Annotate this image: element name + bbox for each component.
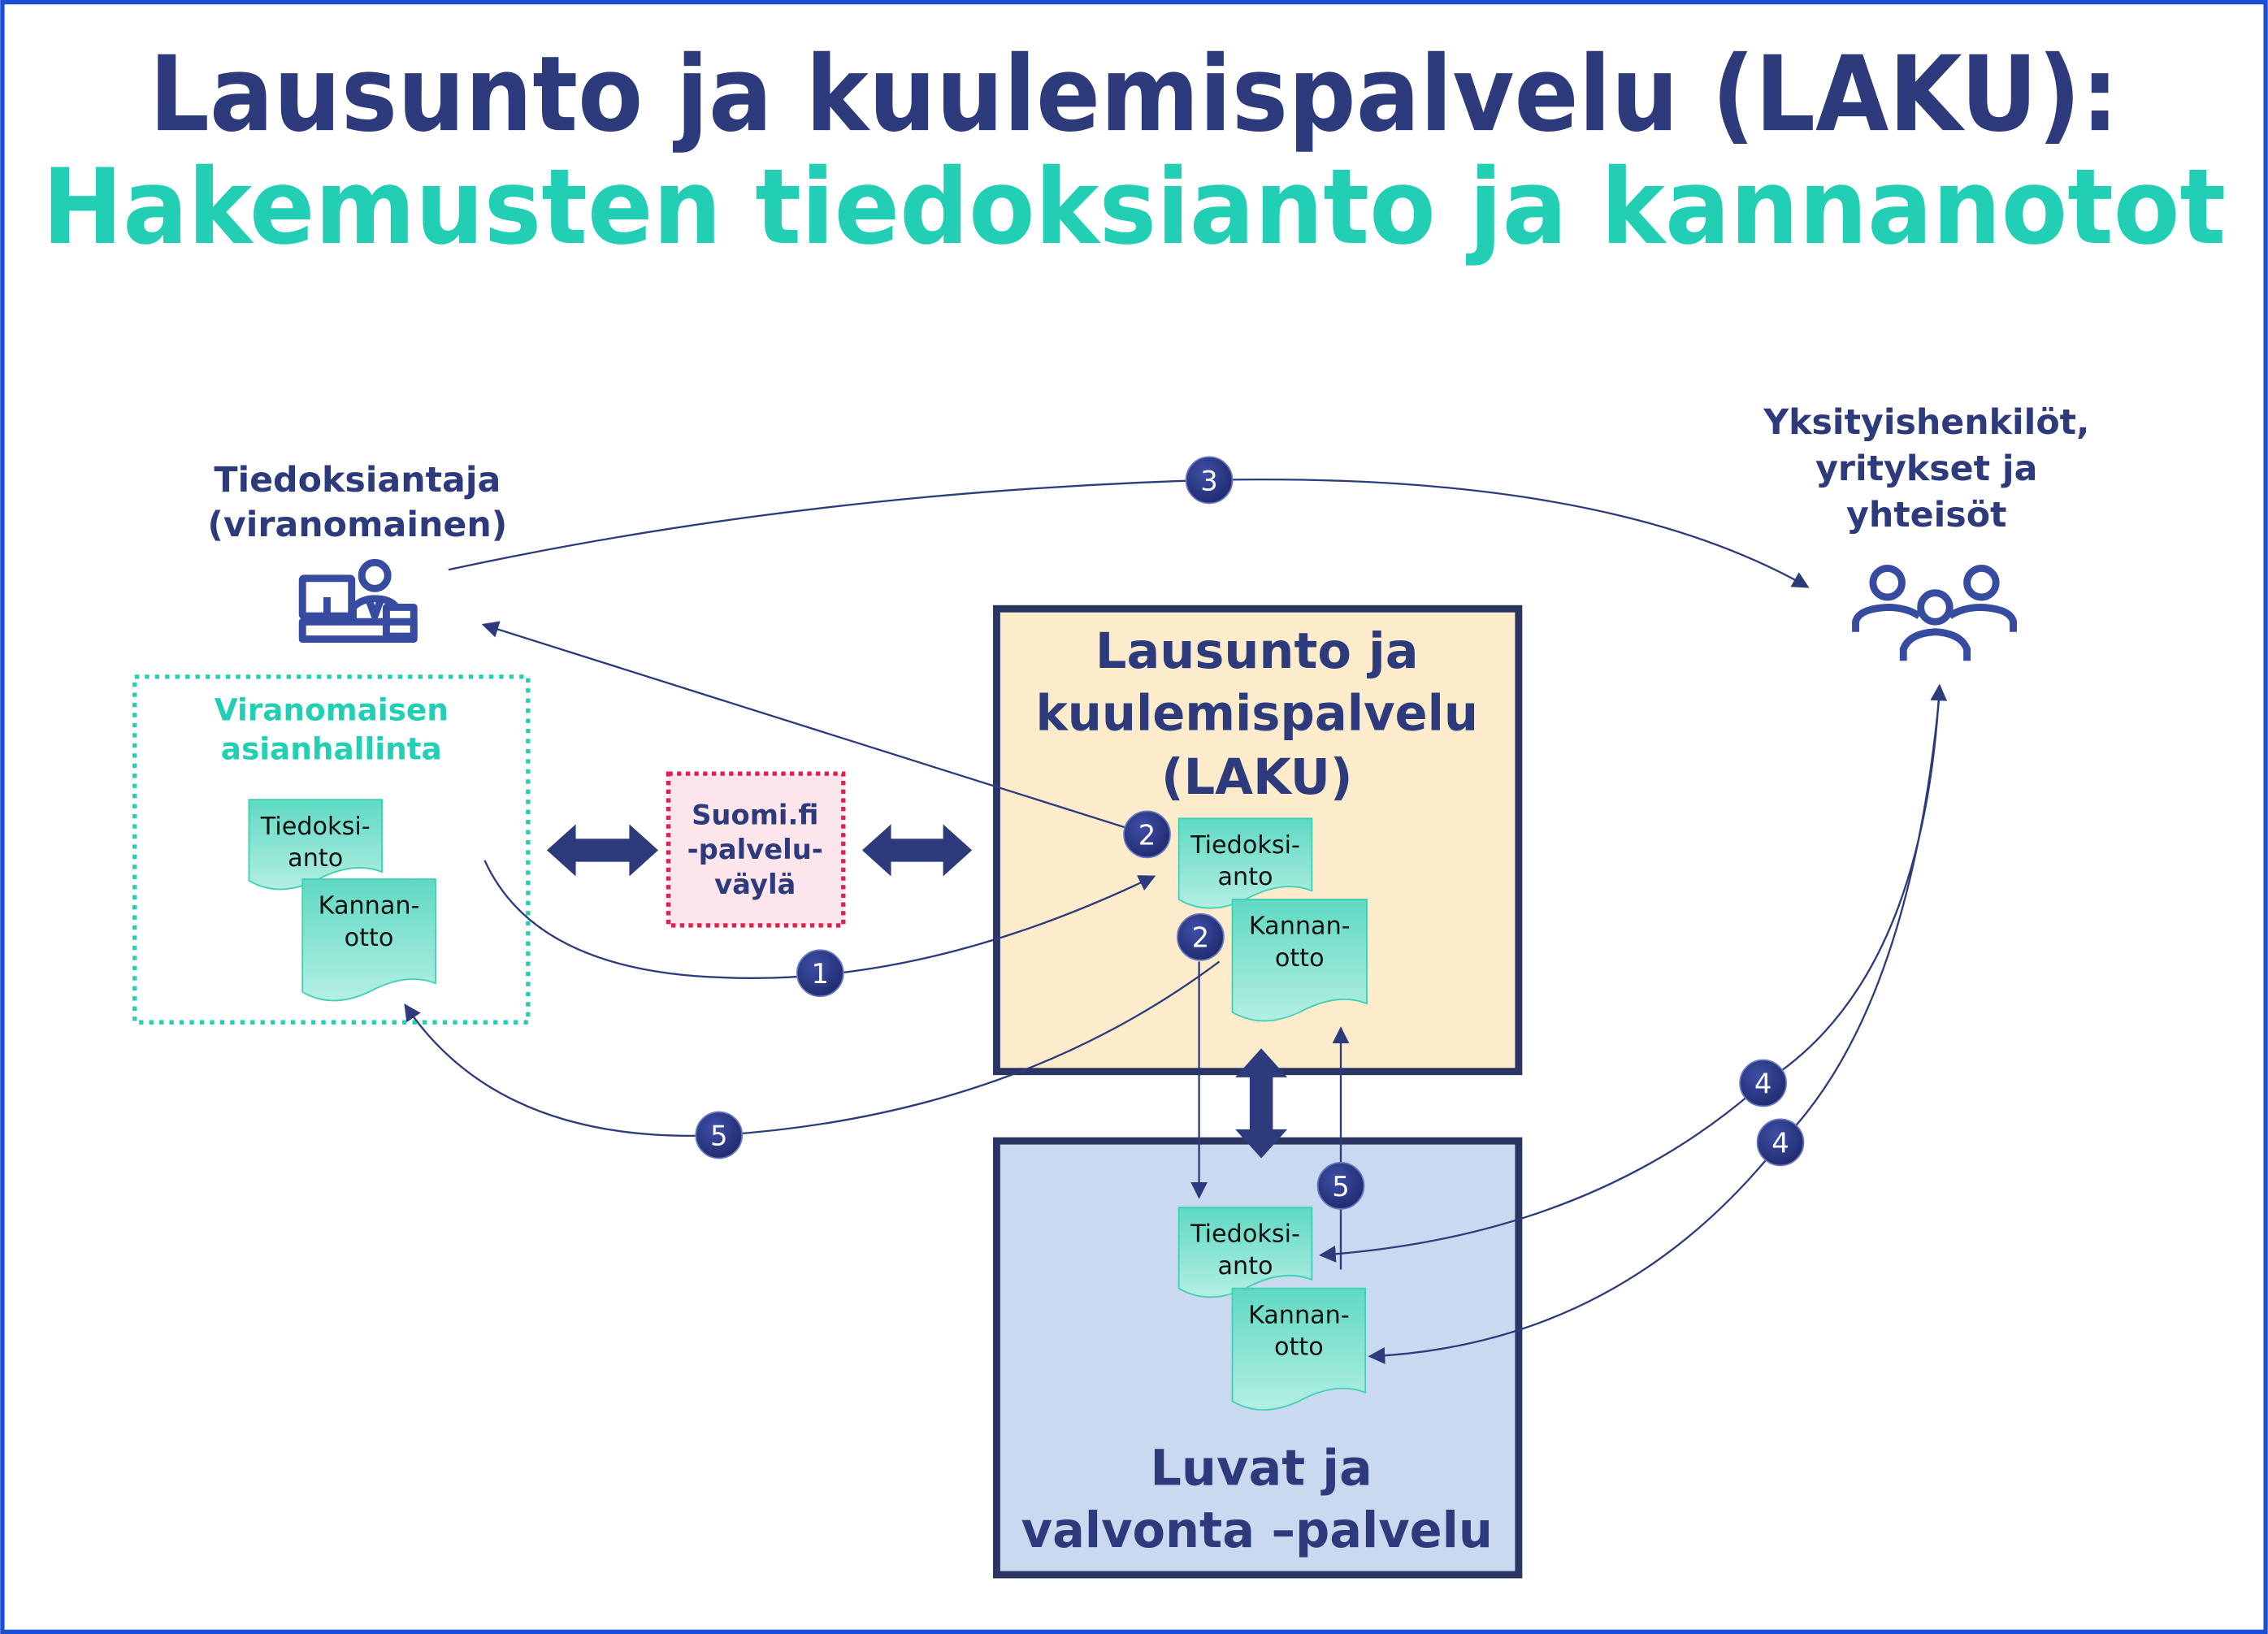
luvat-notification-document: Tiedoksi-anto: [1177, 1207, 1313, 1298]
step-number: 5: [1332, 1171, 1350, 1203]
laku-notification-document: Tiedoksi-anto: [1177, 817, 1313, 909]
flow-1-line: [484, 860, 1156, 979]
step-number: 4: [1754, 1068, 1772, 1099]
people-group-icon: [1852, 564, 2017, 661]
step-number: 3: [1200, 465, 1218, 496]
document-shape: [301, 878, 436, 1002]
double-arrow-right: [861, 824, 973, 877]
document-label: Kannan-: [319, 892, 420, 921]
case-management-statement-document: Kannan-otto: [301, 878, 436, 1002]
document-label: anto: [288, 844, 343, 873]
document-label: Tiedoksi-: [1190, 831, 1300, 860]
notifier-label-2: (viranomainen): [207, 505, 507, 545]
step-number: 2: [1192, 922, 1210, 954]
suomifi-label-1: Suomi.fi: [692, 799, 818, 830]
person-at-computer-icon: [298, 558, 418, 644]
step-number: 4: [1771, 1127, 1789, 1159]
document-label: Tiedoksi-: [260, 813, 371, 841]
document-shape: [1231, 1287, 1367, 1411]
suomifi-label-2: -palvelu-: [687, 834, 823, 865]
document-label: otto: [1274, 1333, 1324, 1362]
laku-label-2: kuulemispalvelu: [1035, 686, 1478, 743]
document-label: Kannan-: [1248, 1301, 1350, 1329]
step-marker-3: 3: [1185, 456, 1234, 505]
document-label: anto: [1217, 863, 1273, 891]
step-marker-4: 4: [1756, 1118, 1805, 1167]
step-number: 1: [812, 958, 830, 990]
luvat-label-2: valvonta –palvelu: [1021, 1502, 1493, 1559]
public-label-2: yritykset ja: [1815, 449, 2037, 489]
public-label-1: Yksityishenkilöt,: [1763, 402, 2089, 443]
case-management-box: [132, 674, 531, 1025]
case-management-label-2: asianhallinta: [221, 730, 442, 766]
step-marker-5: 5: [695, 1111, 744, 1159]
step-marker-5: 5: [1316, 1161, 1365, 1210]
notifier-label-1: Tiedoksiantaja: [214, 460, 501, 501]
step-marker-2: 2: [1123, 810, 1171, 859]
step-marker-4: 4: [1739, 1059, 1788, 1107]
document-label: anto: [1217, 1252, 1273, 1281]
step-marker-1: 1: [796, 949, 844, 998]
step-number: 2: [1138, 819, 1156, 851]
luvat-statement-document: Kannan-otto: [1231, 1287, 1367, 1411]
luvat-label-1: Luvat ja: [1150, 1441, 1372, 1497]
case-management-notification-document: Tiedoksi-anto: [248, 799, 383, 891]
step-number: 5: [710, 1120, 728, 1151]
document-label: Kannan-: [1249, 912, 1351, 941]
document-label: Tiedoksi-: [1190, 1220, 1300, 1249]
laku-label-1: Lausunto ja: [1095, 623, 1419, 680]
public-label-3: yhteisöt: [1846, 495, 2006, 535]
document-label: otto: [1275, 944, 1325, 973]
document-label: otto: [345, 924, 394, 952]
laku-label-3: (LAKU): [1161, 749, 1353, 806]
double-arrow-vertical: [1235, 1048, 1288, 1159]
flow-2-return-line: [481, 621, 1147, 835]
suomifi-box: [666, 771, 846, 928]
suomifi-label-3: väylä: [714, 869, 796, 900]
step-marker-2: 2: [1176, 912, 1225, 961]
case-management-label-1: Viranomaisen: [215, 691, 449, 727]
title-line-1: Lausunto ja kuulemispalvelu (LAKU):: [150, 34, 2119, 155]
title-line-2: Hakemusten tiedoksianto ja kannanotot: [42, 147, 2226, 268]
double-arrow-left: [546, 824, 658, 877]
